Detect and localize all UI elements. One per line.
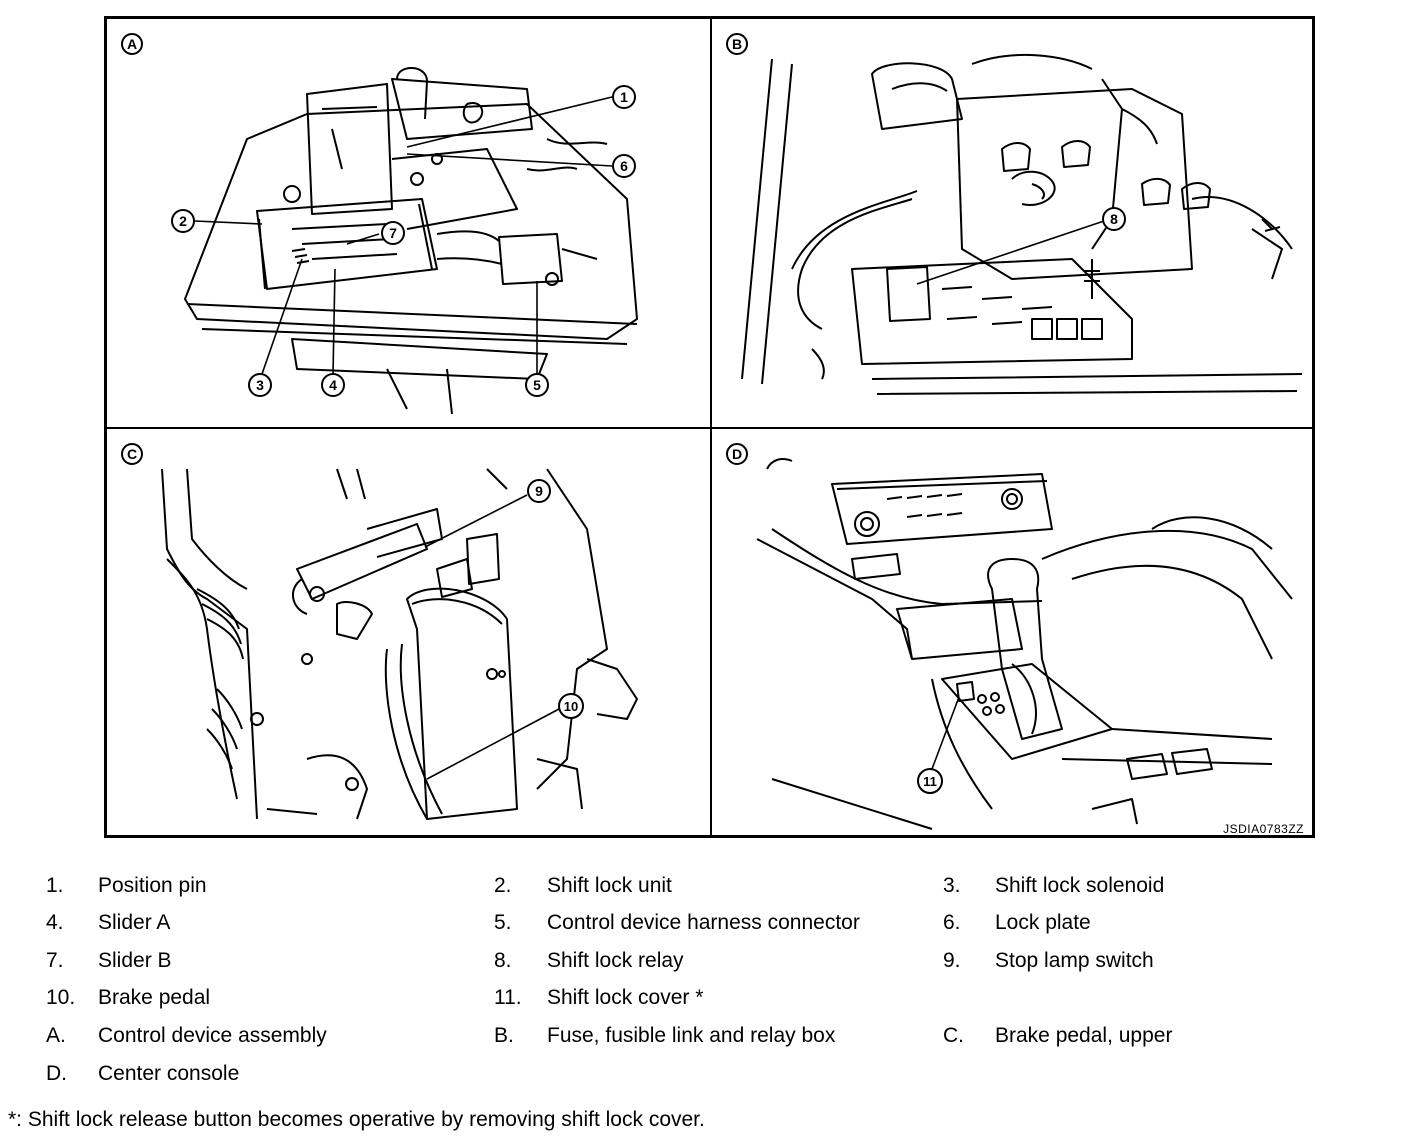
legend-number: 6. — [943, 911, 961, 934]
legend-number: 1. — [46, 874, 64, 897]
legend-label: Control device harness connector — [547, 911, 860, 934]
panel-c-brake-pedal-upper: 9 10 C — [107, 429, 710, 838]
panel-d-illustration: 11 — [756, 458, 1293, 830]
callout-6-label: 6 — [620, 158, 628, 174]
footnote: *: Shift lock release button becomes ope… — [8, 1108, 705, 1131]
panel-b-fuse-relay-box: 8 B — [712, 19, 1312, 427]
legend-label: Center console — [98, 1062, 240, 1085]
legend-label: Fuse, fusible link and relay box — [547, 1024, 836, 1047]
legend-letter: B. — [494, 1024, 514, 1047]
legend-label: Stop lamp switch — [995, 949, 1154, 972]
legend-number: 5. — [494, 911, 512, 934]
panel-b-illustration: 8 — [741, 53, 1303, 395]
callout-7-label: 7 — [389, 225, 397, 241]
panel-d-letter: D — [726, 443, 748, 465]
panel-b-letter: B — [726, 33, 748, 55]
legend-number: 4. — [46, 911, 64, 934]
callout-2-label: 2 — [179, 213, 187, 229]
legend-label: Lock plate — [995, 911, 1091, 934]
legend-label: Slider B — [98, 949, 172, 972]
legend-label: Shift lock relay — [547, 949, 684, 972]
legend-label: Control device assembly — [98, 1024, 327, 1047]
legend-label: Shift lock solenoid — [995, 874, 1165, 897]
legend-label: Shift lock unit — [547, 874, 672, 897]
legend-label: Slider A — [98, 911, 171, 934]
diagram-reference-id: JSDIA0783ZZ — [1223, 822, 1304, 836]
legend-row: 1. Position pin 2. Shift lock unit 3. Sh… — [0, 874, 1408, 904]
panel-divider-horizontal — [107, 427, 1312, 429]
diagram-figure: 1 6 2 7 3 4 5 A — [104, 16, 1315, 838]
legend-label: Brake pedal, upper — [995, 1024, 1173, 1047]
panel-c-illustration: 9 10 — [161, 468, 638, 820]
legend-number: 10. — [46, 986, 76, 1009]
legend-number: 7. — [46, 949, 64, 972]
panel-c-letter: C — [121, 443, 143, 465]
legend-label: Brake pedal — [98, 986, 211, 1009]
legend-row: D. Center console — [0, 1062, 1408, 1092]
callout-1-label: 1 — [620, 89, 628, 105]
legend-number: 3. — [943, 874, 961, 897]
legend-label: Shift lock cover * — [547, 986, 704, 1009]
legend-label: Position pin — [98, 874, 207, 897]
callout-8-label: 8 — [1110, 211, 1118, 227]
callout-9-label: 9 — [535, 483, 543, 499]
legend-row: A. Control device assembly B. Fuse, fusi… — [0, 1024, 1408, 1054]
callout-5-label: 5 — [533, 377, 541, 393]
legend-row: 4. Slider A 5. Control device harness co… — [0, 911, 1408, 941]
callout-10-label: 10 — [564, 699, 578, 714]
legend-row: 7. Slider B 8. Shift lock relay 9. Stop … — [0, 949, 1408, 979]
legend-number: 2. — [494, 874, 512, 897]
callout-11-label: 11 — [923, 774, 937, 789]
legend-number: 9. — [943, 949, 961, 972]
panel-a-illustration: 1 6 2 7 3 4 5 — [171, 67, 638, 415]
legend-letter: D. — [46, 1062, 67, 1085]
callout-3-label: 3 — [256, 377, 264, 393]
panel-a-letter: A — [121, 33, 143, 55]
panel-a-control-device-assembly: 1 6 2 7 3 4 5 A — [107, 19, 710, 427]
panel-d-center-console: 11 D JSDIA0783ZZ — [712, 429, 1312, 838]
callout-4-label: 4 — [329, 377, 337, 393]
legend-row: 10. Brake pedal 11. Shift lock cover * — [0, 986, 1408, 1016]
legend-number: 11. — [494, 986, 522, 1009]
legend-letter: C. — [943, 1024, 964, 1047]
legend-number: 8. — [494, 949, 512, 972]
legend-letter: A. — [46, 1024, 66, 1047]
